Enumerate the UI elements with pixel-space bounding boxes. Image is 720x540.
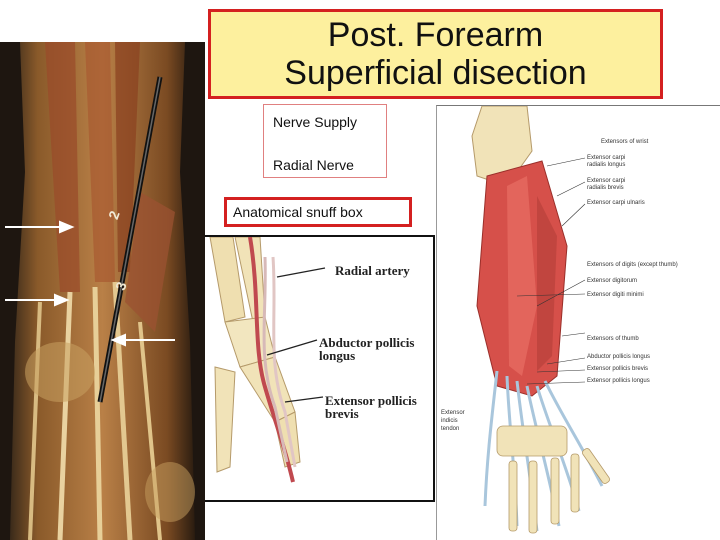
ecu-label: Extensor carpi ulnaris (587, 200, 645, 206)
snuff-box-diagram: Radial artery Abductor pollicis longus E… (205, 235, 435, 502)
snuff-box-illustration (209, 237, 326, 483)
edm-label: Extensor digiti minimi (587, 292, 644, 298)
dissection-photo: 2 3 (0, 42, 205, 540)
epl-label: Extensor pollicis longus (587, 378, 650, 384)
slide-title: Post. Forearm Superficial disection (208, 9, 663, 99)
eit-label-2: indicis (441, 418, 458, 424)
eit-label-1: Extensor (441, 410, 465, 416)
ecrb-label-2: radialis brevis (587, 185, 624, 191)
title-line-1: Post. Forearm (327, 16, 544, 54)
radial-nerve-label: Radial Nerve (273, 157, 354, 173)
extensors-digits-label: Extensors of digits (except thumb) (587, 262, 678, 268)
extensors-wrist-label: Extensors of wrist (601, 139, 649, 145)
nerve-supply-label: Nerve Supply (273, 114, 358, 130)
epb-label-line2: brevis (325, 406, 359, 421)
forearm-muscle-illustration: Extensors of wrist Extensor carpi radial… (436, 105, 720, 540)
title-line-2: Superficial disection (284, 54, 587, 92)
snuff-box-label: Anatomical snuff box (224, 197, 412, 227)
nerve-supply-box: Nerve Supply Radial Nerve (263, 104, 387, 178)
apl-label-line1: Abductor pollicis (319, 335, 415, 350)
epb-label-line1: Extensor pollicis (325, 393, 417, 408)
eit-label-3: tendon (441, 426, 460, 432)
epb-label: Extensor pollicis brevis (587, 366, 649, 372)
ecrb-label-1: Extensor carpi (587, 178, 626, 184)
apl-label-line2: longus (319, 348, 356, 363)
extensors-thumb-label: Extensors of thumb (587, 336, 639, 342)
apl-label: Abductor pollicis longus (587, 354, 651, 360)
ed-label: Extensor digitorum (587, 278, 638, 284)
ecrl-label-2: radialis longus (587, 162, 626, 168)
ecrl-label-1: Extensor carpi (587, 155, 626, 161)
radial-artery-label: Radial artery (335, 263, 410, 278)
